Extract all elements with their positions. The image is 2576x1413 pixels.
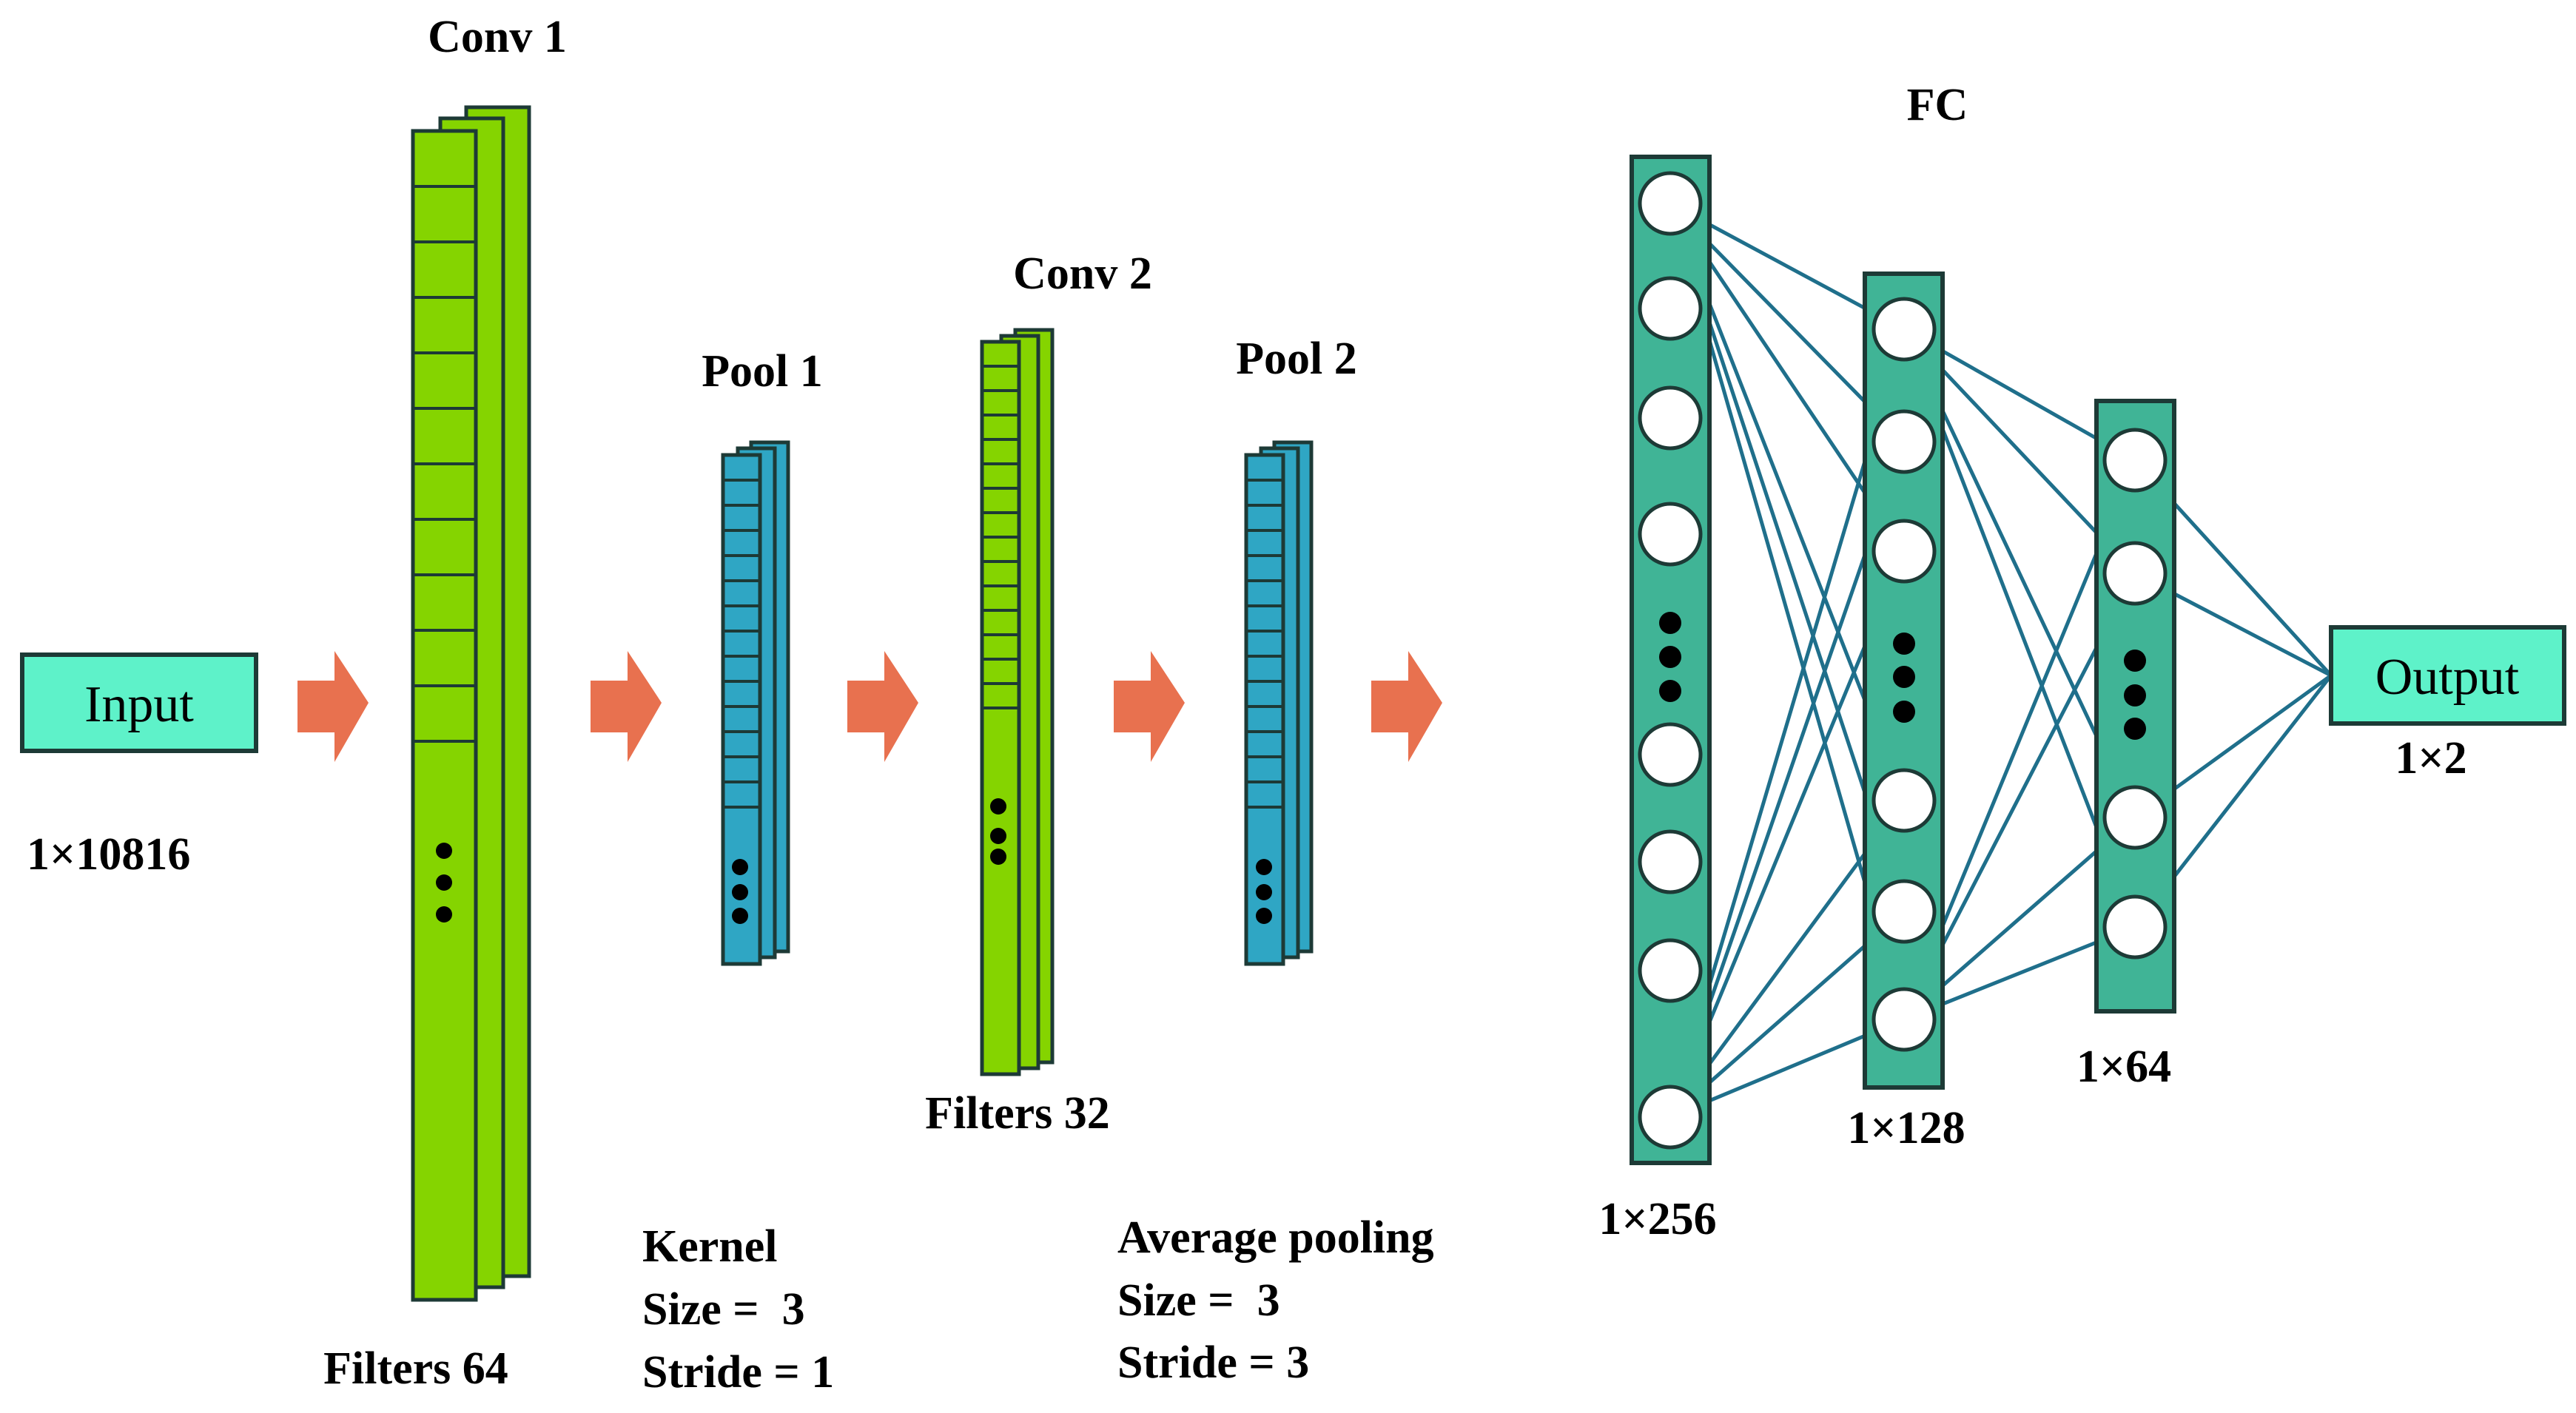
fc-block: FC 1×256 1×128 1×64: [1598, 80, 2176, 1244]
pool1-size: Size = 3: [642, 1284, 805, 1335]
conv1-cells: [413, 185, 476, 743]
pool2-cells: [1246, 479, 1283, 809]
arrow-icon: [847, 651, 918, 762]
conv2-block: Conv 2 Filters 32: [925, 249, 1152, 1139]
pool1-block: Pool 1 Kernel Size = 3 Stride = 1: [642, 346, 834, 1397]
vertical-ellipsis-icon: [2124, 650, 2146, 740]
output-box: [2329, 625, 2566, 726]
pool1-cells: [723, 479, 760, 809]
vertical-ellipsis-icon: [1659, 612, 1681, 702]
conv2-title: Conv 2: [1013, 249, 1152, 299]
pool2-method: Average pooling: [1117, 1213, 1434, 1263]
vertical-ellipsis-icon: [1256, 859, 1272, 924]
fc-neuron: [1872, 409, 1937, 474]
output-block: Output 1×2: [2329, 625, 2566, 783]
arrow-icon: [1114, 651, 1185, 762]
conv1-filter-front: [411, 129, 478, 1302]
fc-connections: [1668, 201, 2333, 1119]
fc-title: FC: [1907, 80, 1968, 130]
fc-neuron: [1872, 879, 1937, 944]
pool1-kernel: Kernel: [642, 1221, 778, 1272]
fc-neuron: [1872, 987, 1937, 1052]
pool1-stride: Stride = 1: [642, 1347, 834, 1397]
fc-neuron: [1872, 519, 1937, 584]
fc-neuron: [1638, 171, 1703, 236]
fc-neuron: [1638, 502, 1703, 567]
arrow-icon: [297, 651, 369, 762]
input-box: [20, 652, 258, 753]
fc-neuron: [1638, 1085, 1703, 1150]
conv2-filters: Filters 32: [925, 1088, 1110, 1139]
vertical-ellipsis-icon: [436, 843, 452, 923]
fc-neuron: [1638, 722, 1703, 787]
vertical-ellipsis-icon: [732, 859, 748, 924]
fc-neuron: [1638, 276, 1703, 341]
conv2-cells: [982, 365, 1019, 709]
arrow-icon: [1371, 651, 1442, 762]
fc-neuron: [2102, 785, 2168, 850]
output-dims: 1×2: [2395, 733, 2466, 783]
fc-neuron: [1872, 297, 1937, 362]
input-block: Input 1×10816: [20, 652, 258, 880]
fc-neuron: [1638, 385, 1703, 451]
vertical-ellipsis-icon: [1893, 633, 1915, 723]
pool2-stride: Stride = 3: [1117, 1338, 1309, 1388]
fc-neuron: [1638, 829, 1703, 894]
fc-neuron: [2102, 894, 2168, 960]
input-dims: 1×10816: [27, 829, 190, 880]
fc-nodes: [1638, 171, 2168, 1150]
fc-layer-64-dims: 1×64: [2076, 1042, 2171, 1092]
conv1-block: Conv 1 Filters 64: [323, 12, 567, 1394]
output-label: Output: [2375, 649, 2520, 706]
pool2-title: Pool 2: [1236, 334, 1357, 384]
flow-arrows: [297, 651, 1442, 762]
pool1-title: Pool 1: [702, 346, 823, 397]
fc-layer-128-dims: 1×128: [1847, 1103, 1965, 1153]
fc-layer-256-dims: 1×256: [1598, 1194, 1716, 1244]
pool1-filter-front: [721, 453, 762, 966]
arrow-icon: [591, 651, 662, 762]
fc-neuron: [2102, 541, 2168, 606]
conv1-title: Conv 1: [428, 12, 567, 62]
pool2-size: Size = 3: [1117, 1275, 1280, 1326]
pool2-filter-front: [1244, 453, 1285, 966]
vertical-ellipsis-icon: [990, 798, 1006, 865]
conv1-filters: Filters 64: [323, 1343, 508, 1394]
fc-neuron: [1872, 768, 1937, 833]
fc-neuron: [2102, 428, 2168, 493]
pool2-block: Pool 2 Average pooling Size = 3 Stride =…: [1117, 334, 1434, 1388]
fc-neuron: [1638, 938, 1703, 1003]
input-label: Input: [84, 676, 194, 733]
